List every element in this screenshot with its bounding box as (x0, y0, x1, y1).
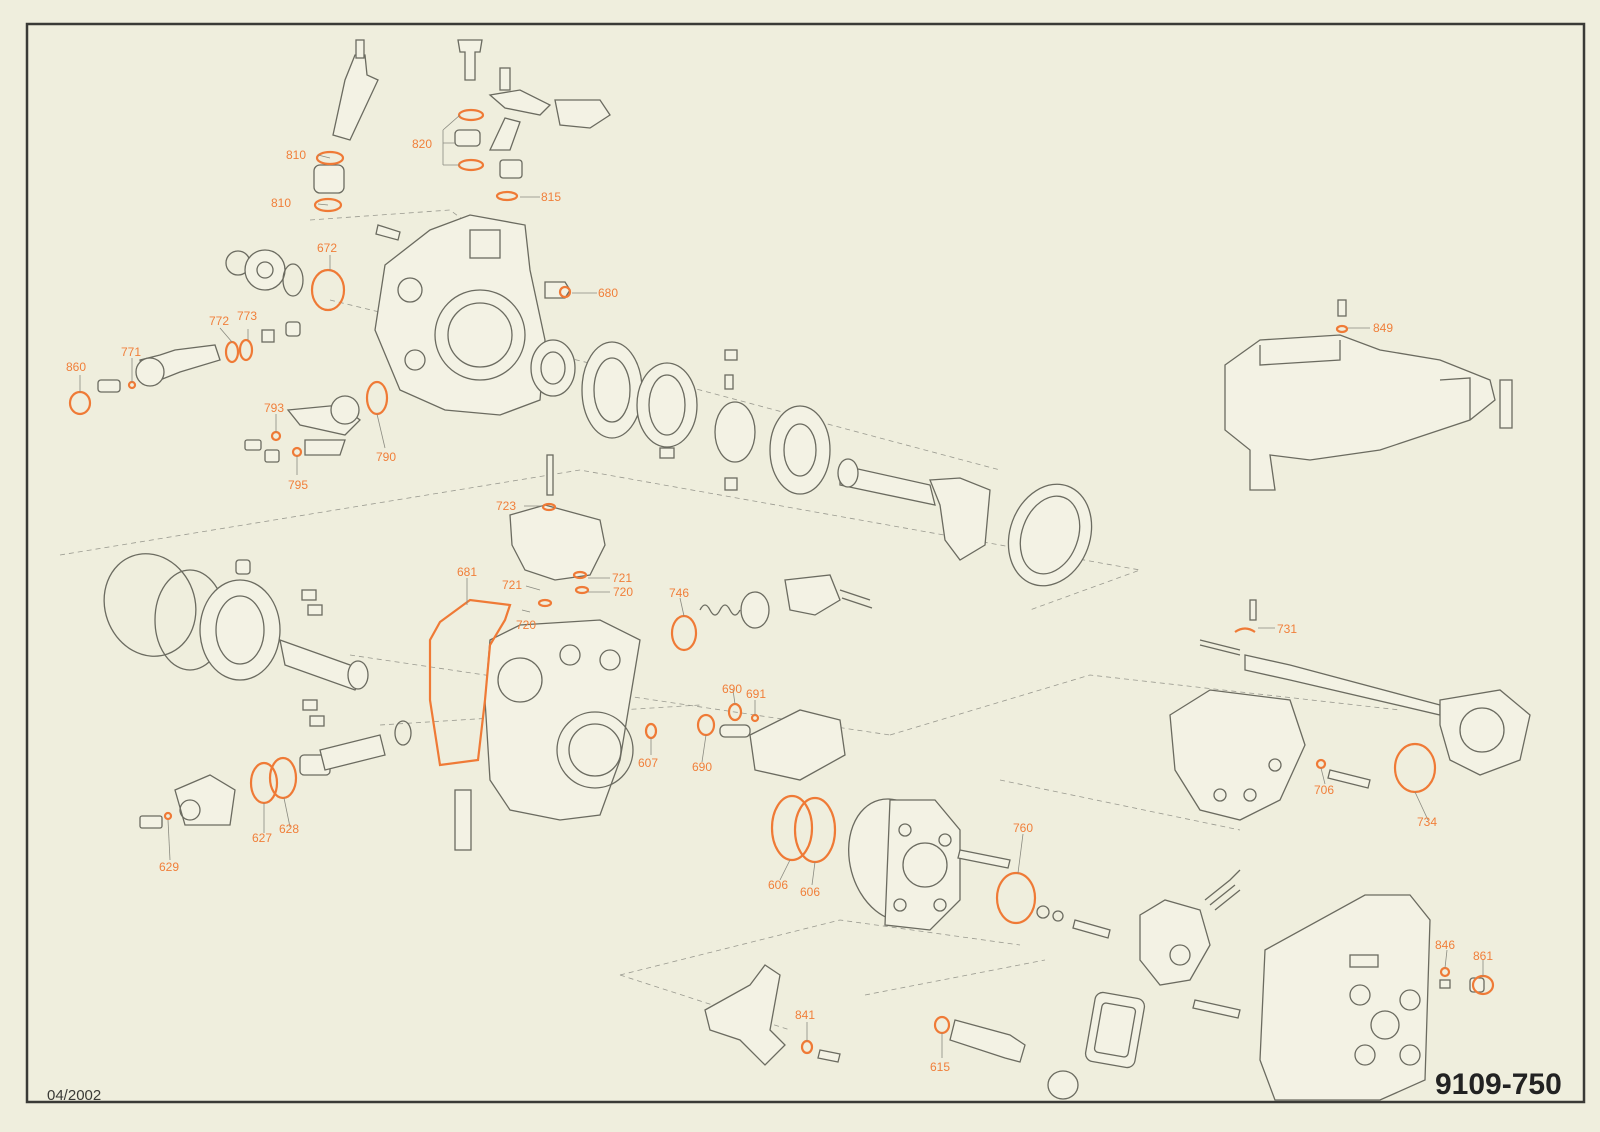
callout-841: 841 (795, 1008, 815, 1022)
actuator-assembly (1169, 599, 1531, 821)
callout-815: 815 (541, 190, 561, 204)
callout-723: 723 (496, 499, 516, 513)
callout-734: 734 (1417, 815, 1437, 829)
callout-820: 820 (412, 137, 432, 151)
callout-672: 672 (317, 241, 337, 255)
callout-810: 810 (286, 148, 306, 162)
callout-771: 771 (121, 345, 141, 359)
callout-721: 721 (502, 578, 522, 592)
callout-690: 690 (692, 760, 712, 774)
callout-628: 628 (279, 822, 299, 836)
leader-lines (79, 114, 1484, 1058)
seal-rings (68, 108, 1495, 1055)
callout-690: 690 (722, 682, 742, 696)
callout-860: 860 (66, 360, 86, 374)
callout-607: 607 (638, 756, 658, 770)
pump-body-assembly (103, 454, 873, 851)
callout-846: 846 (1435, 938, 1455, 952)
callout-721: 721 (612, 571, 632, 585)
callout-680: 680 (598, 286, 618, 300)
callout-849: 849 (1373, 321, 1393, 335)
callout-labels: 810 810 820 815 672 680 772 773 771 860 … (66, 137, 1493, 1074)
callout-691: 691 (746, 687, 766, 701)
callout-795: 795 (288, 478, 308, 492)
revision-date: 04/2002 (47, 1087, 101, 1104)
callout-629: 629 (159, 860, 179, 874)
top-cover-assembly (1224, 299, 1513, 491)
callout-706: 706 (1314, 783, 1334, 797)
callout-606: 606 (800, 885, 820, 899)
upper-housing-assembly (97, 39, 1093, 587)
callout-810: 810 (271, 196, 291, 210)
callout-681: 681 (457, 565, 477, 579)
callout-773: 773 (237, 309, 257, 323)
drawing-number: 9109-750 (1435, 1068, 1562, 1101)
callout-720: 720 (613, 585, 633, 599)
callout-720: 720 (516, 618, 536, 632)
callout-760: 760 (1013, 821, 1033, 835)
callout-731: 731 (1277, 622, 1297, 636)
callout-861: 861 (1473, 949, 1493, 963)
callout-793: 793 (264, 401, 284, 415)
callout-790: 790 (376, 450, 396, 464)
lower-assembly (704, 798, 1485, 1101)
callout-615: 615 (930, 1060, 950, 1074)
callout-746: 746 (669, 586, 689, 600)
callout-772: 772 (209, 314, 229, 328)
sheet-frame (25, 22, 1586, 1104)
callout-627: 627 (252, 831, 272, 845)
callout-606: 606 (768, 878, 788, 892)
